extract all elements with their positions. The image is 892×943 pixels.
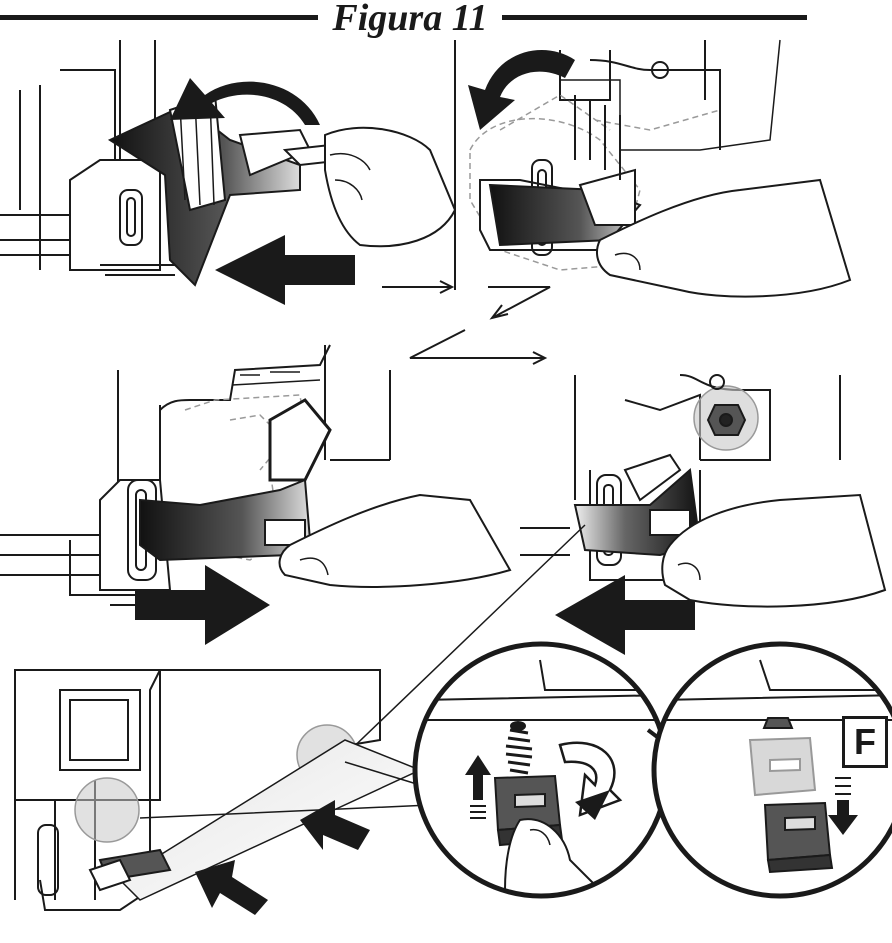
detail-circle-b — [654, 644, 892, 896]
detail-circle-a — [415, 644, 680, 940]
left-arrow-icon — [215, 235, 355, 305]
curved-arrow-icon — [170, 78, 320, 125]
callout-label-f: F — [842, 716, 888, 768]
step-5-appliance-side — [15, 670, 430, 915]
step-flow-arrows — [382, 281, 550, 364]
step-2-rotate-bracket — [455, 40, 850, 297]
step-1-lift-bracket — [0, 40, 455, 305]
step-3-slide-bracket-right — [0, 345, 510, 645]
